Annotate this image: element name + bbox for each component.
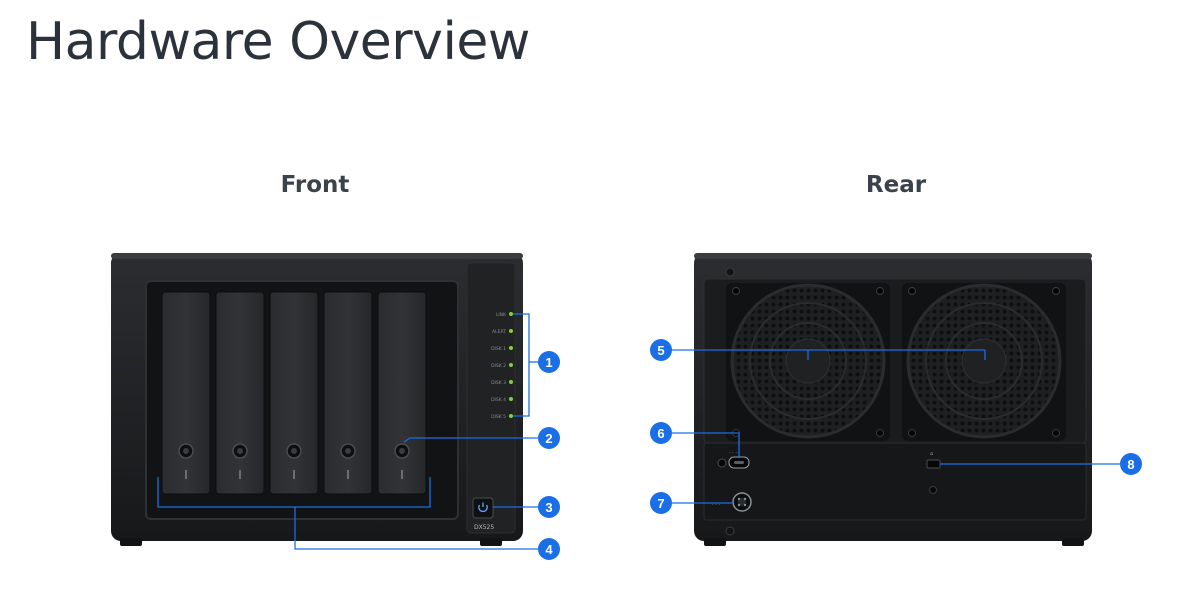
svg-text:2: 2 <box>545 431 552 446</box>
callout-6: 6 <box>650 422 672 444</box>
led-link-indicator <box>509 312 513 316</box>
callout-5: 5 <box>650 339 672 361</box>
power-icon <box>478 504 488 513</box>
usb-c-port[interactable] <box>728 456 750 469</box>
svg-text:6: 6 <box>657 426 664 441</box>
power-port-marking: . . . <box>712 501 720 507</box>
callout-2: 2 <box>538 427 560 449</box>
svg-text:1: 1 <box>545 355 552 370</box>
led-label-disk-4: DISK 4 <box>491 397 506 403</box>
security-lock-icon: ⌂ <box>930 451 933 457</box>
callout-8: 8 <box>1120 453 1142 475</box>
power-port[interactable] <box>732 492 752 512</box>
rear-screw <box>929 486 937 494</box>
led-label-disk-1: DISK 1 <box>491 346 506 352</box>
power-button[interactable] <box>472 497 494 519</box>
led-label-disk-2: DISK 2 <box>491 363 506 369</box>
led-disk-5-indicator <box>509 414 513 418</box>
led-label-link: LINK <box>496 312 507 318</box>
drive-tray-1[interactable] <box>161 291 211 495</box>
audio-jack[interactable] <box>717 458 727 468</box>
drive-tray-2[interactable] <box>215 291 265 495</box>
callout-1: 1 <box>538 351 560 373</box>
led-alert-indicator <box>509 329 513 333</box>
svg-text:5: 5 <box>657 343 664 358</box>
security-slot[interactable] <box>926 459 941 469</box>
drive-tray-5[interactable] <box>377 291 427 495</box>
svg-text:3: 3 <box>545 500 552 515</box>
led-disk-4-indicator <box>509 397 513 401</box>
drive-tray-4[interactable] <box>323 291 373 495</box>
callout-3: 3 <box>538 496 560 518</box>
page-title: Hardware Overview <box>26 12 530 72</box>
led-label-disk-5: DISK 5 <box>491 414 506 420</box>
led-label-alert: ALERT <box>492 329 506 335</box>
status-led-panel: LINK ALERT DISK 1 DISK 2 DISK 3 DISK 4 D… <box>491 312 513 420</box>
rear-fan-1 <box>726 283 890 441</box>
led-disk-2-indicator <box>509 363 513 367</box>
led-label-disk-3: DISK 3 <box>491 380 506 386</box>
rear-callout-lines <box>672 349 1120 504</box>
callout-4: 4 <box>538 538 560 560</box>
svg-text:7: 7 <box>657 496 664 511</box>
drive-tray-3[interactable] <box>269 291 319 495</box>
rear-fan-2 <box>902 283 1066 441</box>
svg-text:4: 4 <box>545 542 553 557</box>
usb-port-marking: . . . . <box>729 449 741 455</box>
model-label: DX525 <box>474 524 494 531</box>
led-disk-1-indicator <box>509 346 513 350</box>
front-view-label: Front <box>280 172 350 198</box>
front-device: LINK ALERT DISK 1 DISK 2 DISK 3 DISK 4 D… <box>111 253 523 546</box>
front-callout-lines <box>157 313 538 550</box>
callout-7: 7 <box>650 492 672 514</box>
rear-device: . . . . ⌂ . . . <box>694 253 1092 546</box>
svg-text:8: 8 <box>1127 457 1134 472</box>
rear-view-label: Rear <box>865 172 927 198</box>
led-disk-3-indicator <box>509 380 513 384</box>
